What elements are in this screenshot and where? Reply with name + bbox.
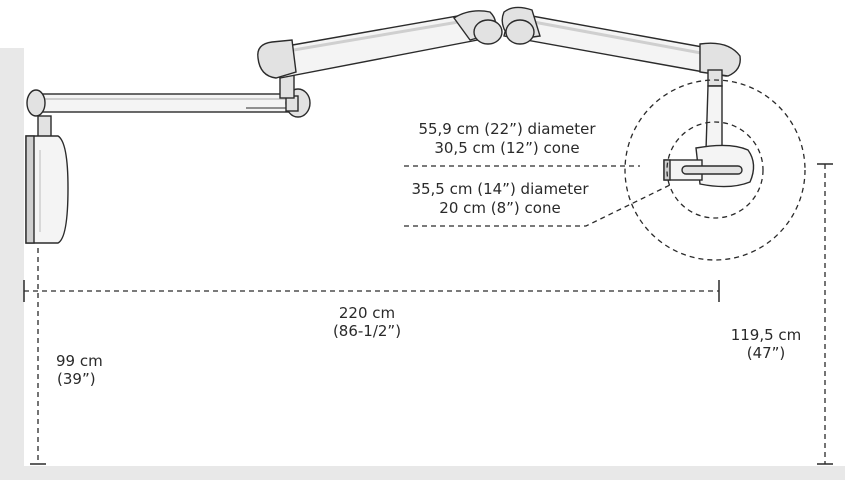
mount-height-imperial-label: (39”)	[57, 370, 96, 388]
large-field-diameter-label: 55,9 cm (22”) diameter	[418, 120, 596, 138]
head-height-metric-label: 119,5 cm	[731, 326, 802, 344]
head-height-imperial-label: (47”)	[747, 344, 786, 362]
scissor-arm-left	[257, 10, 503, 79]
small-field-cone-label: 20 cm (8”) cone	[439, 199, 560, 217]
floor	[0, 466, 845, 480]
small-field-diameter-label: 35,5 cm (14”) diameter	[411, 180, 589, 198]
reach-dimension	[23, 280, 720, 302]
small-coverage-circle	[666, 121, 764, 219]
large-coverage-circle	[624, 79, 806, 261]
head-height-dimension	[817, 163, 833, 465]
xray-head	[663, 69, 755, 188]
wall	[0, 48, 24, 480]
reach-metric-label: 220 cm	[339, 304, 395, 322]
reach-imperial-label: (86-1/2”)	[333, 322, 401, 340]
wall-control-box	[25, 115, 69, 244]
mount-height-metric-label: 99 cm	[56, 352, 103, 370]
small-field-leader	[404, 183, 673, 227]
large-field-cone-label: 30,5 cm (12”) cone	[434, 139, 579, 157]
horizontal-arm	[26, 88, 311, 118]
mount-height-dimension	[30, 248, 46, 465]
scissor-arm-right	[501, 6, 741, 77]
